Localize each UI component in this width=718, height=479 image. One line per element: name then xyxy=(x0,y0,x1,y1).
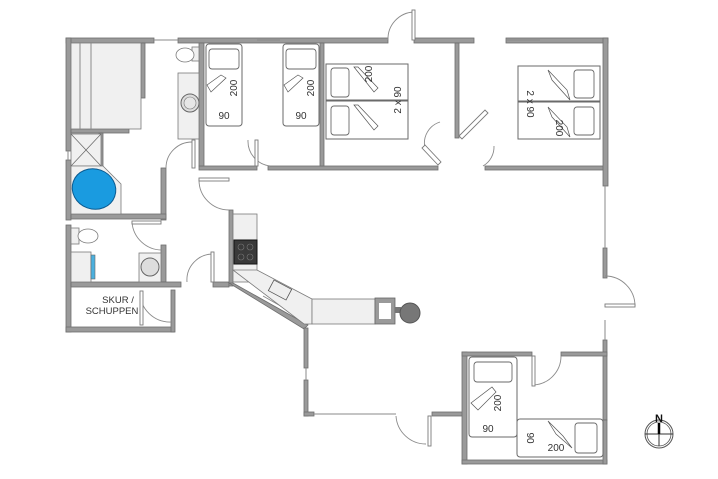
kitchen-counter xyxy=(231,213,421,325)
bed-4-length: 200 xyxy=(553,120,564,137)
bed-2-length: 200 xyxy=(306,79,317,96)
bed-1: 200 90 xyxy=(205,43,243,127)
bed-4-size: 2 x 90 xyxy=(524,90,535,118)
compass-icon: N xyxy=(644,413,674,449)
bed-3-size: 2 x 90 xyxy=(393,86,404,114)
toilet-upper xyxy=(175,46,200,63)
bed-2: 200 90 xyxy=(282,43,320,127)
storage-label-line1: SKUR / xyxy=(102,295,134,306)
bed-6: 90 200 xyxy=(516,418,604,458)
bed-1-width: 90 xyxy=(218,111,230,122)
bed-5-length: 200 xyxy=(493,394,504,411)
bed-5-width: 90 xyxy=(482,424,494,435)
bathtub xyxy=(70,165,122,215)
bed-6-length: 200 xyxy=(548,443,565,454)
sink-upper xyxy=(177,72,200,140)
bed-4: 2 x 90 200 xyxy=(517,65,601,140)
shower xyxy=(70,133,102,167)
kitchen-sink xyxy=(267,279,293,301)
bed-2-width: 90 xyxy=(295,111,307,122)
sauna xyxy=(70,42,142,130)
sink-lower xyxy=(138,252,162,283)
toilet-lower xyxy=(70,227,99,245)
bed-3: 200 2 x 90 xyxy=(325,63,409,140)
cooktop xyxy=(233,239,258,265)
walls xyxy=(65,37,609,465)
compass-north-label: N xyxy=(655,413,663,425)
bed-3-length: 200 xyxy=(364,65,375,82)
bed-5: 200 90 xyxy=(468,356,518,438)
stove-pipe xyxy=(399,302,421,324)
bed-6-width: 90 xyxy=(524,432,535,444)
washing-machine xyxy=(70,251,96,283)
bathtub-basin xyxy=(71,168,117,210)
storage-label-line2: SCHUPPEN xyxy=(86,306,139,317)
bed-1-length: 200 xyxy=(229,79,240,96)
